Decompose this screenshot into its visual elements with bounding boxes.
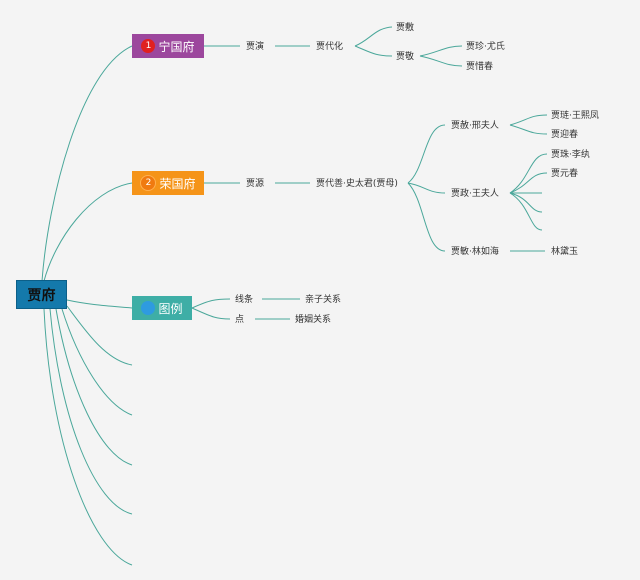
connector-jiazheng-jiayuanchun bbox=[509, 172, 548, 194]
connector-empty-4 bbox=[49, 308, 133, 515]
connector-jiazheng-jiazhu bbox=[509, 153, 548, 194]
node-jia-daishan: 贾代善·史太君(贾母) bbox=[316, 177, 398, 189]
node-jia-fu: 贾敷 bbox=[396, 21, 414, 33]
node-jia-jing: 贾敬 bbox=[396, 50, 414, 62]
node-jia-daihua: 贾代化 bbox=[316, 40, 343, 52]
legend-line-desc: 亲子关系 bbox=[305, 293, 341, 305]
connector-root-ningguo bbox=[41, 45, 133, 282]
numbered-badge-icon: 2 bbox=[140, 175, 157, 191]
node-jia-xichun: 贾惜春 bbox=[466, 60, 493, 72]
connector-jiadaishan-jiazheng bbox=[407, 182, 446, 194]
connector-root-rongguo bbox=[43, 182, 133, 282]
connector-jiadaihua-jiajing bbox=[354, 45, 393, 57]
connector-jiajing-jiazhen bbox=[419, 45, 463, 57]
connector-empty-3 bbox=[55, 308, 133, 466]
connector-empty-2 bbox=[61, 308, 133, 416]
node-jia-min: 贾敏·林如海 bbox=[451, 245, 499, 257]
node-jia-yingchun: 贾迎春 bbox=[551, 128, 578, 140]
connector-legend-dot bbox=[191, 307, 231, 320]
node-lin-daiyu: 林黛玉 bbox=[551, 245, 578, 257]
connector-legend-line bbox=[191, 298, 231, 309]
connector-jiadaishan-jiashe bbox=[407, 124, 446, 184]
root-label: 贾府 bbox=[27, 287, 56, 304]
connector-empty-1 bbox=[66, 305, 133, 366]
branch-rongguofu[interactable]: 2 荣国府 bbox=[132, 171, 204, 195]
connector-jiadaishan-jiamin bbox=[407, 182, 446, 252]
node-jia-she: 贾赦·邢夫人 bbox=[451, 119, 499, 131]
node-jia-zheng: 贾政·王夫人 bbox=[451, 187, 499, 199]
branch-label: 图例 bbox=[158, 301, 183, 316]
connector-jiazheng-empty2 bbox=[509, 192, 543, 213]
legend-dot-desc: 婚姻关系 bbox=[295, 313, 331, 325]
connector-empty-5 bbox=[43, 308, 133, 566]
node-jia-yuanchun: 贾元春 bbox=[551, 167, 578, 179]
branch-label: 荣国府 bbox=[159, 176, 196, 191]
branch-legend[interactable]: 图例 bbox=[132, 296, 192, 320]
connector-jiazheng-empty3 bbox=[509, 192, 543, 231]
legend-dot-label: 点 bbox=[235, 314, 244, 325]
legend-line-label: 线条 bbox=[235, 293, 253, 305]
node-jia-yuan: 贾源 bbox=[246, 178, 264, 189]
root-node[interactable]: 贾府 bbox=[16, 280, 67, 309]
connector-jiajing-jiaxichun bbox=[419, 55, 463, 67]
node-jia-zhen: 贾珍·尤氏 bbox=[466, 40, 505, 52]
numbered-badge-icon: 1 bbox=[141, 39, 156, 53]
connector-jiashe-jiayingchun bbox=[509, 124, 548, 135]
branch-label: 宁国府 bbox=[158, 39, 195, 54]
connector-root-legend bbox=[66, 299, 133, 309]
node-jia-zhu: 贾珠·李纨 bbox=[551, 148, 590, 160]
node-jia-lian: 贾琏·王熙凤 bbox=[551, 109, 599, 121]
blue-dot-icon bbox=[141, 301, 156, 315]
connector-jiadaihua-jiafu bbox=[354, 26, 393, 47]
node-jia-yan: 贾演 bbox=[246, 40, 264, 52]
connector-jiashe-jialian bbox=[509, 114, 548, 126]
branch-ningguofu[interactable]: 1 宁国府 bbox=[132, 34, 204, 58]
